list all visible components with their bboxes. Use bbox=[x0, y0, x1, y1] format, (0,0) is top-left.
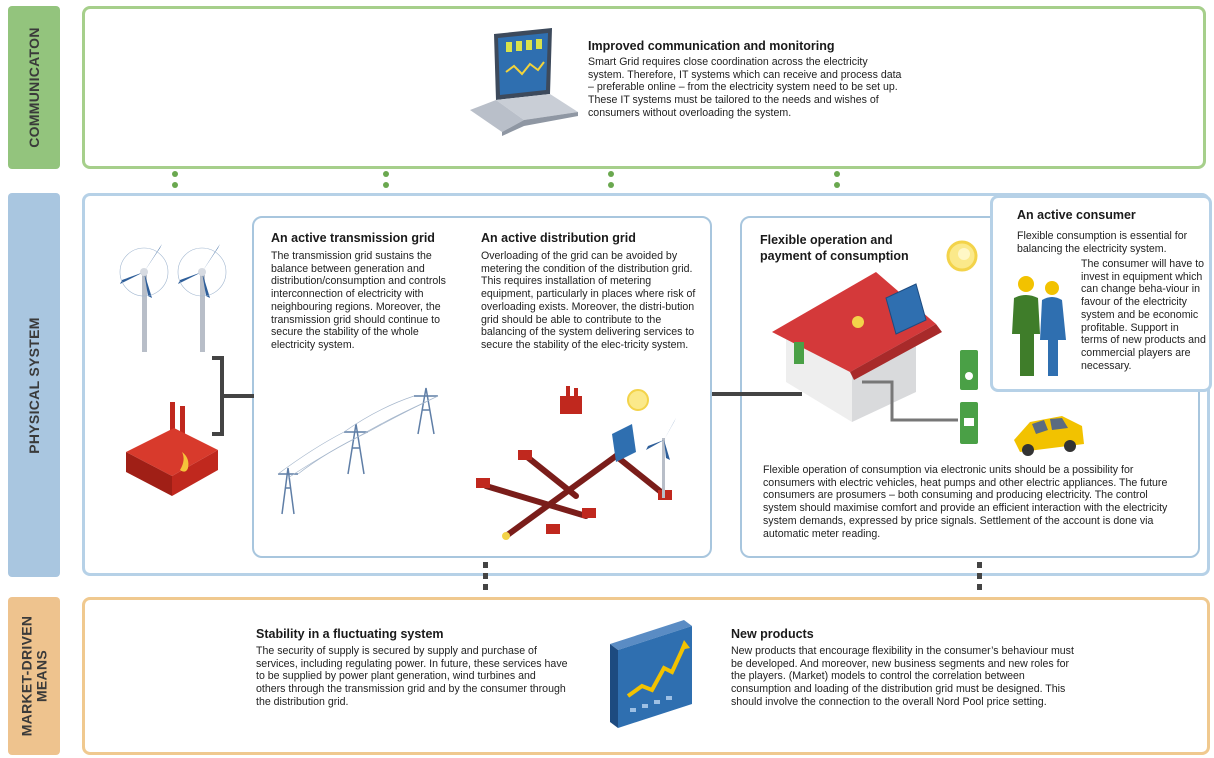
communication-band-label: COMMUNICATON bbox=[8, 6, 60, 169]
new-products-body: New products that encourage flexibility … bbox=[731, 645, 1074, 708]
consumer-people-icon bbox=[1012, 276, 1066, 376]
distribution-body: Overloading of the grid can be avoided b… bbox=[481, 250, 696, 351]
flexible-title-line1: Flexible operation and bbox=[760, 233, 893, 247]
market-chart-icon bbox=[610, 620, 692, 728]
meter-icon bbox=[960, 350, 978, 444]
distribution-network-icon bbox=[476, 386, 676, 540]
market-band-line1: MARKET-DRIVEN bbox=[18, 615, 35, 737]
connector-dash bbox=[977, 573, 982, 579]
communication-panel bbox=[82, 6, 1206, 169]
connector-dot bbox=[834, 182, 840, 188]
stability-title: Stability in a fluctuating system bbox=[256, 627, 444, 641]
connector-dot bbox=[834, 171, 840, 177]
connector-dot bbox=[172, 182, 178, 188]
transmission-body: The transmission grid sustains the balan… bbox=[271, 250, 446, 351]
connector-dash bbox=[483, 584, 488, 590]
house-icon bbox=[772, 272, 942, 422]
connector-dot bbox=[383, 182, 389, 188]
connector-dash bbox=[483, 573, 488, 579]
physical-band-text: PHYSICAL SYSTEM bbox=[25, 316, 42, 454]
connector-dot bbox=[608, 171, 614, 177]
connector-dot bbox=[383, 171, 389, 177]
stability-body: The security of supply is secured by sup… bbox=[256, 645, 568, 708]
connector-dash bbox=[977, 584, 982, 590]
new-products-title: New products bbox=[731, 627, 814, 641]
market-band-label: MARKET-DRIVEN MEANS bbox=[8, 597, 60, 755]
communication-title: Improved communication and monitoring bbox=[588, 39, 835, 53]
connector-dot bbox=[608, 182, 614, 188]
connector-dash bbox=[483, 562, 488, 568]
grid-box bbox=[252, 216, 712, 558]
sun-icon bbox=[946, 240, 978, 272]
transmission-pylon-icon bbox=[277, 387, 439, 515]
flexible-body: Flexible operation of consumption via el… bbox=[763, 464, 1168, 540]
grid-to-flex-connector bbox=[712, 392, 742, 396]
car-icon bbox=[1014, 416, 1084, 456]
laptop-icon bbox=[470, 28, 578, 136]
consumer-body: The consumer will have to invest in equi… bbox=[1081, 258, 1206, 372]
connector-dash bbox=[977, 562, 982, 568]
flexible-title-line2: payment of consumption bbox=[760, 249, 909, 263]
consumer-title: An active consumer bbox=[1017, 208, 1136, 222]
generation-connector bbox=[212, 356, 254, 436]
physical-band-label: PHYSICAL SYSTEM bbox=[8, 193, 60, 577]
market-band-text: MARKET-DRIVEN MEANS bbox=[18, 615, 50, 737]
market-band-line2: MEANS bbox=[33, 649, 50, 703]
distribution-title: An active distribution grid bbox=[481, 231, 636, 245]
communication-body: Smart Grid requires close coordination a… bbox=[588, 56, 902, 119]
consumer-intro: Flexible consumption is essential for ba… bbox=[1017, 230, 1188, 255]
communication-band-text: COMMUNICATON bbox=[25, 27, 42, 148]
transmission-title: An active transmission grid bbox=[271, 231, 435, 245]
wind-turbine-icon bbox=[119, 244, 227, 352]
connector-dot bbox=[172, 171, 178, 177]
house-to-meter-connector bbox=[742, 380, 958, 422]
power-plant-icon bbox=[126, 402, 218, 496]
